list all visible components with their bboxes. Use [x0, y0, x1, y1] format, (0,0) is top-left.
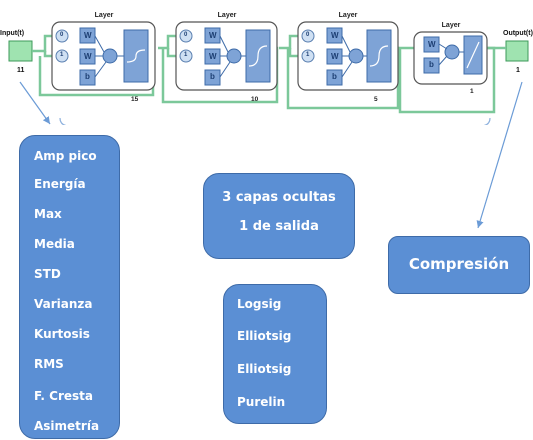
feature-item: Energía: [34, 177, 86, 191]
layer-3-tap0: 0: [306, 32, 310, 38]
activation-item: Elliotsig: [237, 329, 292, 343]
layer-4-size: 1: [470, 88, 474, 95]
activation-item: Purelin: [237, 395, 286, 409]
layer-3-w0: W: [331, 31, 339, 40]
layer-3: [297, 21, 399, 91]
feature-item: Max: [34, 207, 62, 221]
feature-item: Varianza: [34, 297, 93, 311]
feature-item: Kurtosis: [34, 327, 90, 341]
feature-item: RMS: [34, 357, 64, 371]
layer-2-size: 10: [251, 96, 259, 103]
output-layers-text: 1 de salida: [239, 219, 319, 234]
hidden-layers-box: 3 capas ocultas 1 de salida: [203, 173, 355, 259]
hidden-layers-text: 3 capas ocultas: [222, 190, 336, 205]
layer-4-title: Layer: [441, 22, 461, 29]
layer-3-size: 5: [374, 96, 378, 103]
layer-1: [51, 21, 156, 91]
layer-2-w0: W: [209, 31, 217, 40]
layer-1-bias: b: [85, 72, 90, 81]
network-diagram: [8, 21, 529, 125]
layer-2-tap0: 0: [184, 32, 188, 38]
compression-box: Compresión: [388, 236, 530, 294]
feature-item: F. Cresta: [34, 389, 94, 403]
layer-1-title: Layer: [94, 12, 114, 19]
layer-2-w1: W: [209, 52, 217, 61]
layer-3-bias: b: [332, 72, 337, 81]
output-count: 1: [516, 67, 520, 74]
activation-item: Logsig: [237, 297, 282, 311]
output-arrow: [476, 81, 523, 229]
layer-1-size: 15: [131, 96, 139, 103]
feature-item: Media: [34, 237, 75, 251]
activation-item: Elliotsig: [237, 362, 292, 376]
layer-2-bias: b: [210, 72, 215, 81]
layer-2-tap1: 1: [184, 52, 188, 58]
feature-item: Amp pico: [34, 149, 97, 163]
layer-2: [175, 21, 278, 91]
layer-3-w1: W: [331, 52, 339, 61]
input-count: 11: [17, 67, 25, 74]
input-arrow: [19, 81, 51, 125]
input-label: Input(t): [0, 30, 25, 37]
layer-1-w1: W: [84, 52, 92, 61]
feature-item: Asimetría: [34, 419, 100, 433]
layer-3-tap1: 1: [306, 52, 310, 58]
feature-item: STD: [34, 267, 61, 281]
layer-4-output: [413, 31, 488, 85]
features-box: Amp pico Energía Max Media STD Varianza …: [19, 135, 120, 439]
layer-1-w0: W: [84, 31, 92, 40]
layer-4-bias: b: [429, 60, 434, 69]
layer-1-tap1: 1: [60, 52, 64, 58]
output-label: Output(t): [503, 30, 533, 37]
layer-1-tap0: 0: [60, 32, 64, 38]
output-block: [505, 40, 529, 62]
layer-2-title: Layer: [217, 12, 237, 19]
compression-label: Compresión: [408, 255, 510, 273]
layer-4-w: W: [428, 40, 436, 49]
layer-3-title: Layer: [338, 12, 358, 19]
activations-box: Logsig Elliotsig Elliotsig Purelin: [223, 284, 327, 424]
